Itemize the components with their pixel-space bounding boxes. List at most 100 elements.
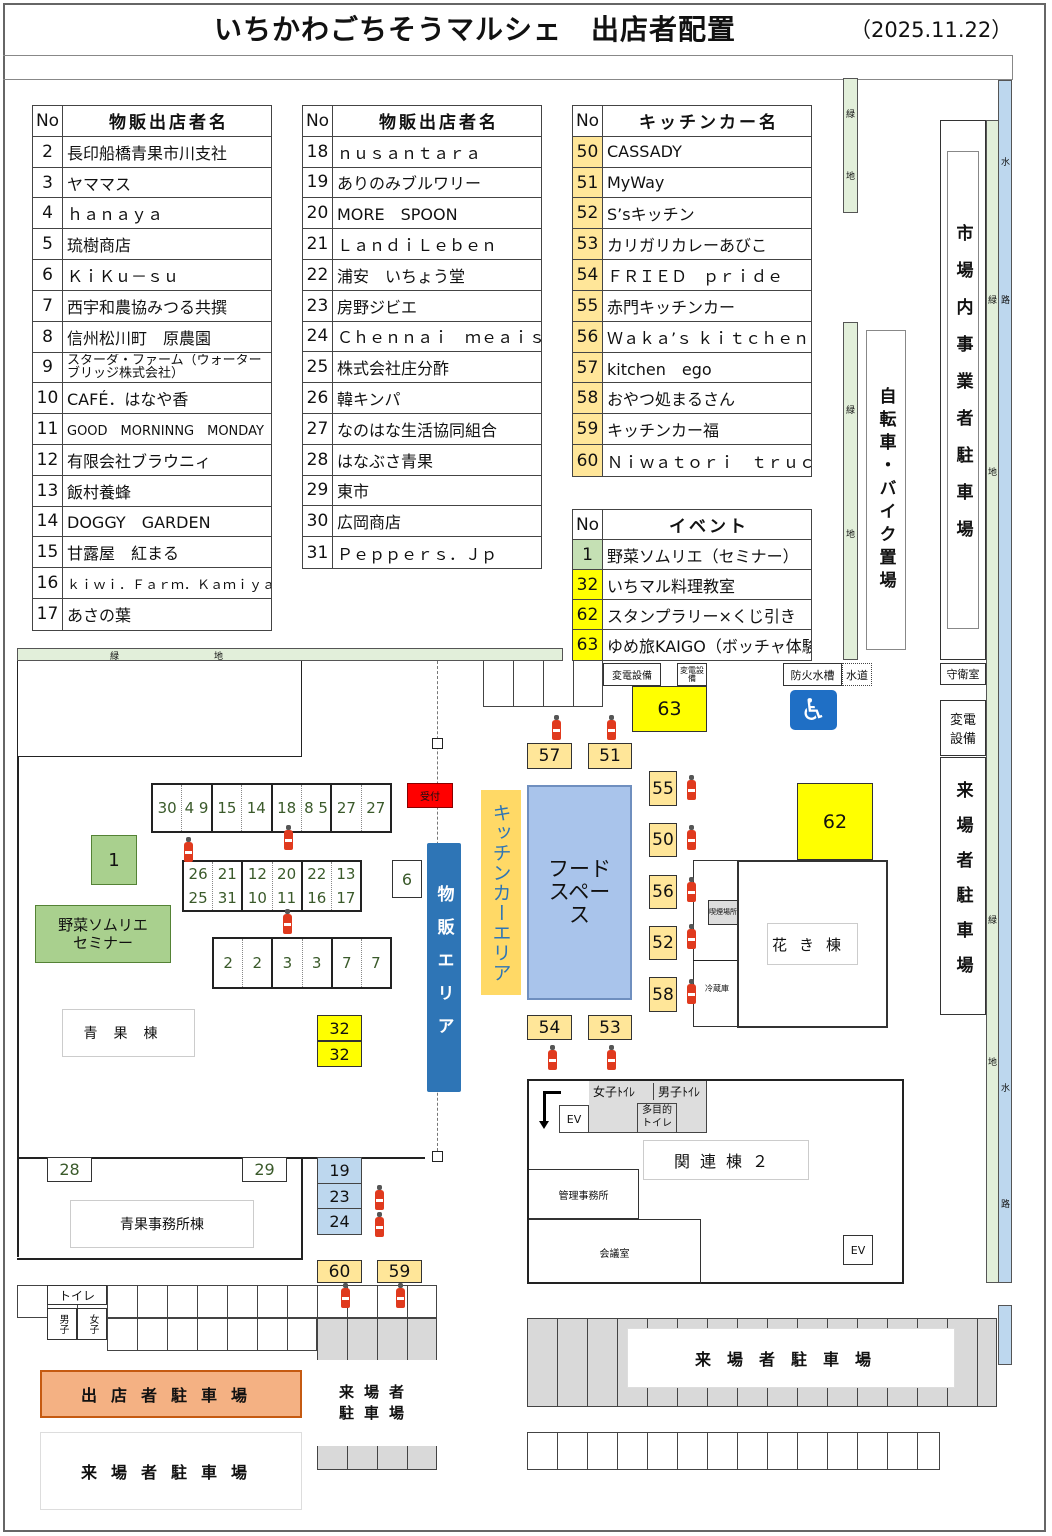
stall[interactable]: 26: [188, 865, 208, 883]
row-number: 2: [33, 136, 63, 167]
road: [3, 55, 1013, 80]
row-number: 54: [573, 260, 603, 290]
stall[interactable]: 20: [277, 865, 297, 883]
row-number: 4: [33, 198, 63, 229]
stall[interactable]: 27: [332, 785, 362, 831]
stall-24[interactable]: 24: [329, 1212, 350, 1232]
substation: 変電設備: [603, 663, 661, 686]
stall-29[interactable]: 29: [242, 1157, 287, 1182]
fire-extinguisher-icon: [552, 715, 561, 740]
stall[interactable]: 22: [307, 865, 327, 883]
kitchen-53[interactable]: 53: [588, 1015, 632, 1040]
management-office: 管理事務所: [529, 1169, 639, 1219]
kitchen-58[interactable]: 58: [649, 977, 677, 1012]
row-number: 8: [33, 321, 63, 352]
stall[interactable]: 3: [273, 939, 303, 987]
vendor-name: 株式会社庄分酢: [337, 359, 450, 379]
fire-extinguisher-icon: [184, 837, 193, 862]
stall[interactable]: 15: [213, 785, 243, 831]
vendor-name: Ｗａｋａ’ｓ ｋｉｔｃｈｅｎ: [607, 328, 810, 348]
kitchen-51[interactable]: 51: [588, 743, 632, 769]
stall[interactable]: 7: [333, 939, 362, 987]
kitchen-59[interactable]: 59: [377, 1260, 422, 1283]
vendor-name: Ｎｉｗａｔｏｒｉ ｔｒｕｃｋ: [607, 452, 811, 472]
row-number: 57: [573, 352, 603, 383]
event-32[interactable]: 32: [317, 1015, 362, 1041]
meeting-room: 会議室: [529, 1219, 701, 1284]
event-1[interactable]: 1: [91, 835, 137, 885]
event-32[interactable]: 32: [317, 1041, 362, 1067]
row-number: No: [303, 106, 333, 136]
row-number: 23: [303, 290, 333, 321]
stall-19[interactable]: 19: [318, 1158, 361, 1184]
stall[interactable]: 17: [336, 889, 356, 907]
green-label: 地: [988, 1058, 998, 1068]
vendor-parking-lot: 出店者駐車場: [40, 1370, 302, 1418]
stall[interactable]: 10: [247, 889, 267, 907]
green-label: 緑: [846, 110, 856, 120]
stall[interactable]: 4 9: [182, 785, 213, 831]
bike-parking: 自転車・バイク置場: [866, 330, 906, 650]
kitchen-55[interactable]: 55: [649, 771, 677, 806]
stall[interactable]: 8 5: [302, 785, 333, 831]
row-number: 3: [33, 167, 63, 198]
stall-28[interactable]: 28: [47, 1157, 92, 1182]
vendor-name: 赤門キッチンカー: [607, 297, 736, 317]
row-number: 50: [573, 136, 603, 167]
row-number: 21: [303, 229, 333, 259]
fire-extinguisher-icon: [687, 825, 696, 850]
stall[interactable]: 25: [188, 889, 208, 907]
women-restroom: 女子ﾄｲﾚ: [593, 1085, 636, 1099]
column-header: キッチンカー名: [639, 113, 779, 134]
event-62[interactable]: 62: [797, 783, 873, 860]
vendor-name: カリガリカレーあびこ: [607, 236, 768, 256]
stall[interactable]: 31: [217, 889, 237, 907]
vendor-name: 房野ジビエ: [337, 297, 418, 317]
kitchen-52[interactable]: 52: [649, 926, 677, 960]
kitchen-50[interactable]: 50: [649, 823, 677, 857]
stall[interactable]: 13: [336, 865, 356, 883]
green-label: 緑: [988, 916, 998, 926]
flower-building: 花き棟: [737, 860, 888, 1028]
reception: 受付: [407, 783, 453, 808]
stall[interactable]: 12: [247, 865, 267, 883]
stall[interactable]: 2: [214, 939, 244, 987]
stall[interactable]: 18: [273, 785, 302, 831]
parking-stalls: [527, 1432, 940, 1470]
kitchen-54[interactable]: 54: [527, 1015, 572, 1040]
kitchen-57[interactable]: 57: [527, 743, 572, 769]
wall-line: [17, 1258, 303, 1260]
row-number: 13: [33, 475, 63, 506]
substation-small: 変電設備: [677, 663, 707, 686]
kitchen-56[interactable]: 56: [649, 875, 677, 909]
stall[interactable]: 30: [153, 785, 183, 831]
kitchen-60[interactable]: 60: [317, 1260, 362, 1283]
event-63[interactable]: 63: [632, 686, 707, 732]
stall[interactable]: 2: [243, 939, 274, 987]
substation-right: 変電設備: [940, 700, 986, 756]
stall[interactable]: 16: [307, 889, 327, 907]
stall[interactable]: 21: [217, 865, 237, 883]
stall[interactable]: 11: [277, 889, 297, 907]
stall[interactable]: 7: [371, 954, 381, 972]
stall-23[interactable]: 23: [318, 1184, 361, 1210]
stall-6[interactable]: 6: [392, 860, 422, 898]
row-number: 14: [33, 506, 63, 537]
stall[interactable]: 14: [242, 785, 273, 831]
stall[interactable]: 27: [366, 799, 386, 817]
stall[interactable]: 3: [303, 939, 333, 987]
